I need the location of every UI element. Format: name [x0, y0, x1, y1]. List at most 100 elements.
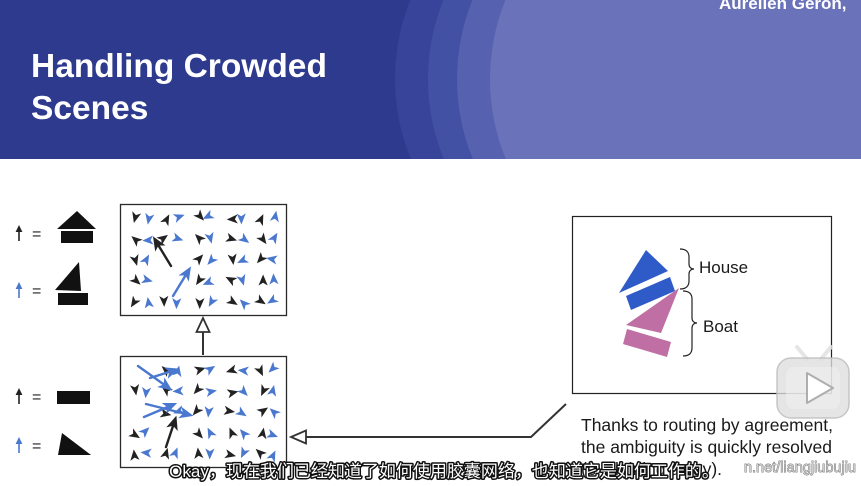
- pose-arrow-black: [254, 294, 266, 305]
- house-roof: [619, 250, 668, 293]
- upper-capsule-arrows: [129, 209, 279, 311]
- house-body: [626, 277, 675, 310]
- boat-label: Boat: [703, 317, 738, 336]
- tv-antenna-right: [819, 345, 833, 361]
- pose-arrow-black: [257, 427, 267, 440]
- pose-arrow-blue: [234, 406, 247, 417]
- pose-arrow-blue: [139, 254, 150, 267]
- caption-line-2: the ambiguity is quickly resolved: [581, 437, 832, 457]
- legend: = =: [15, 211, 96, 455]
- pose-arrow-blue: [269, 273, 279, 285]
- pose-arrow-black: [192, 404, 204, 416]
- pose-arrow-black: [261, 384, 270, 396]
- pose-arrow-black: [131, 236, 143, 247]
- boat-pose-arrow-shaft: [171, 271, 189, 298]
- pose-arrow-black: [225, 276, 238, 287]
- pose-arrow-black: [256, 252, 268, 264]
- pose-arrow-blue: [172, 297, 182, 310]
- pose-arrow-blue: [239, 299, 251, 311]
- pose-arrow-blue: [169, 447, 178, 460]
- pose-arrow-blue: [207, 253, 219, 265]
- pose-arrow-blue: [239, 429, 251, 441]
- pose-arrow-blue: [266, 450, 276, 463]
- author-credit: Aurélien Géron,: [719, 0, 847, 13]
- triangle-pose-arrow-shaft: [136, 364, 168, 388]
- pose-arrow-black: [254, 364, 264, 377]
- arrow-head: [15, 437, 23, 444]
- pose-arrow-black: [192, 427, 203, 439]
- house-detected-shape: [619, 250, 675, 310]
- house-brace: [679, 248, 695, 290]
- pose-arrow-black: [255, 448, 267, 460]
- video-subtitle: Okay，现在我们已经知道了如何使用胶囊网络，也知道它是如何工作的。: [169, 461, 719, 481]
- pose-arrow-black: [256, 407, 269, 418]
- boat-hull: [623, 329, 671, 357]
- pose-arrow-black: [129, 254, 139, 266]
- pose-arrow-black: [194, 234, 206, 246]
- arrow-up-icon: [15, 282, 23, 298]
- arrow-up-icon: [15, 225, 23, 241]
- pose-arrow-blue: [202, 209, 215, 220]
- pose-arrow-blue: [171, 232, 184, 242]
- pose-arrow-blue: [267, 384, 277, 397]
- pose-arrow-blue: [202, 276, 215, 285]
- pose-arrow-black: [258, 274, 268, 286]
- pose-arrow-blue: [240, 446, 250, 459]
- lower-capsule-arrows: [128, 361, 281, 463]
- pose-arrow-blue: [172, 214, 185, 223]
- pose-arrow-black: [227, 253, 237, 265]
- slide-header: Handling Crowded Scenes Aurélien Géron,: [0, 0, 861, 159]
- pose-arrow-black: [193, 209, 205, 221]
- pose-arrow-black: [229, 427, 238, 440]
- pose-arrow-blue: [266, 428, 279, 438]
- pose-arrow-blue: [204, 406, 214, 418]
- rectangle-pose-arrow-head: [166, 415, 178, 432]
- triangle-pose-arrow: [136, 364, 173, 391]
- pose-arrow-black: [132, 211, 142, 223]
- pose-arrow-black: [195, 298, 205, 310]
- pose-arrow-black: [225, 232, 238, 242]
- triangle-pose-arrow-head: [157, 377, 173, 391]
- boat-sail: [626, 288, 679, 333]
- pose-arrow-blue: [236, 384, 248, 397]
- pose-arrow-black: [226, 389, 239, 399]
- arrow-up-icon: [15, 437, 23, 453]
- boat-sail: [55, 262, 81, 291]
- house-pose-arrow: [152, 236, 173, 268]
- pose-arrow-blue: [172, 386, 184, 396]
- pose-arrow-black: [156, 234, 168, 246]
- legend-row-rectangle: =: [15, 388, 90, 406]
- triangle-pose-arrow-shaft: [144, 402, 188, 416]
- boat-pose-arrow: [171, 266, 192, 298]
- pose-arrow-black: [224, 449, 237, 459]
- legend-row-house: =: [15, 211, 96, 243]
- play-button[interactable]: [776, 345, 850, 419]
- pose-arrow-blue: [144, 296, 154, 309]
- tv-antenna-left: [795, 345, 809, 361]
- pose-arrow-blue: [145, 212, 155, 225]
- rectangle-pose-arrow-shaft: [164, 421, 176, 449]
- triangle-icon: [58, 433, 91, 455]
- legend-row-triangle: =: [15, 433, 91, 455]
- pose-arrow-blue: [205, 448, 215, 460]
- triangle-pose-arrow-head: [161, 402, 178, 415]
- pose-arrow-blue: [142, 235, 154, 245]
- feedback-arrow: [288, 403, 567, 445]
- pose-arrow-blue: [172, 365, 182, 378]
- pose-arrow-blue: [236, 273, 246, 286]
- boat-icon: [55, 262, 88, 305]
- pose-arrow-black: [130, 449, 140, 461]
- pose-arrow-black: [129, 273, 141, 285]
- pose-arrow-blue: [266, 255, 278, 265]
- house-roof: [57, 211, 96, 229]
- pose-arrow-black: [194, 447, 204, 459]
- legend-row-boat: =: [15, 262, 88, 305]
- pose-arrow-blue: [140, 274, 153, 284]
- pose-arrow-black: [130, 295, 141, 308]
- pose-arrow-blue: [237, 254, 250, 264]
- layer-up-arrow-head: [195, 315, 211, 333]
- rectangle-icon: [57, 391, 90, 404]
- feedback-arrow-line: [306, 403, 567, 438]
- pose-arrow-black: [159, 408, 172, 418]
